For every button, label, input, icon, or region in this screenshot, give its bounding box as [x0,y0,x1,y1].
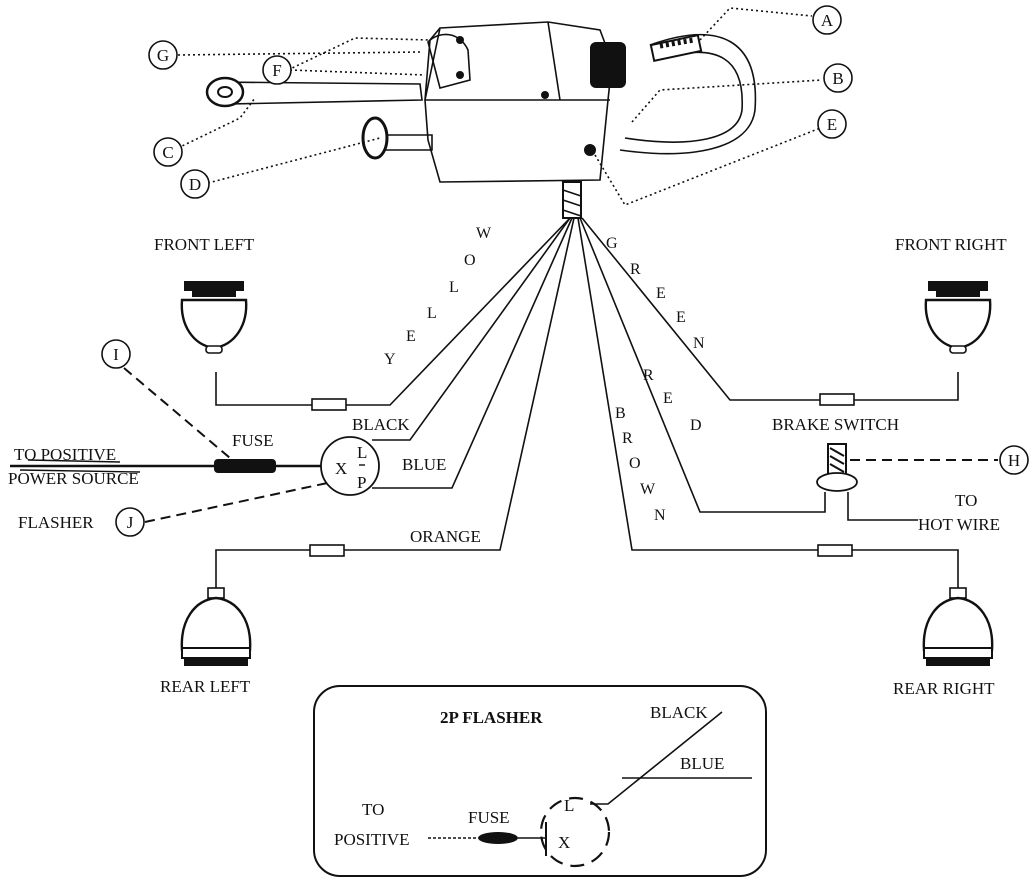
inset-label-to: TO [362,800,384,819]
flasher-unit: X L P [320,436,380,496]
svg-text:R: R [622,430,633,447]
callout-h: H [999,445,1029,475]
svg-text:L: L [449,279,459,296]
svg-text:H: H [1008,451,1020,470]
svg-text:E: E [656,285,666,302]
turn-signal-switch [205,21,757,219]
inset-flasher-circle [539,796,611,868]
inset-label-positive: POSITIVE [334,830,410,849]
lamp-front-right [924,281,992,354]
inset-label-black: BLACK [650,703,708,722]
callout-j: J [115,507,145,537]
inset-2p-flasher: 2P FLASHER BLACK BLUE TO POSITIVE FUSE L… [313,685,767,877]
svg-text:D: D [189,175,201,194]
inline-fuse-icon [817,544,853,557]
wire-label-brown: B R O W N [615,405,666,524]
callout-i: I [101,339,131,369]
svg-text:B: B [832,69,843,88]
inset-title: 2P FLASHER [440,708,543,727]
label-rear-left: REAR LEFT [160,677,251,696]
wire-label-yellow: Y E L L O W [384,225,492,368]
inline-fuse-icon [309,544,345,557]
label-power-source: POWER SOURCE [8,469,139,488]
label-rear-right: REAR RIGHT [893,679,995,698]
svg-text:L: L [357,443,367,462]
inline-fuse-icon [819,393,855,406]
callout-d: D [180,169,210,199]
inset-label-blue: BLUE [680,754,724,773]
svg-text:G: G [157,46,169,65]
svg-text:W: W [640,481,656,498]
svg-text:E: E [406,328,416,345]
svg-text:X: X [558,833,570,852]
svg-text:N: N [654,507,666,524]
label-to: TO [955,491,977,510]
svg-text:E: E [827,115,837,134]
svg-text:P: P [357,473,366,492]
lever-cap-icon [590,42,626,88]
callout-a: A [812,5,842,35]
wire-label-black: BLACK [352,415,410,434]
svg-text:G: G [606,235,618,252]
svg-text:D: D [690,417,702,434]
svg-text:E: E [676,309,686,326]
svg-text:W: W [476,225,492,242]
inset-label-fuse: FUSE [468,808,510,827]
svg-text:R: R [630,261,641,278]
wire-label-red: R E D [643,367,702,434]
svg-text:O: O [464,252,476,269]
callout-c: C [153,137,183,167]
label-hot-wire: HOT WIRE [918,515,1000,534]
label-front-right: FRONT RIGHT [895,235,1007,254]
label-flasher: FLASHER [18,513,94,532]
callout-g: G [148,40,178,70]
svg-text:C: C [162,143,173,162]
svg-text:I: I [113,345,119,364]
label-to-positive: TO POSITIVE [14,445,116,464]
svg-text:O: O [629,455,641,472]
callout-e: E [817,109,847,139]
svg-text:E: E [663,390,673,407]
svg-text:B: B [615,405,626,422]
svg-text:N: N [693,335,705,352]
svg-text:J: J [127,513,134,532]
lamp-rear-right [922,587,994,666]
svg-text:L: L [564,796,574,815]
label-brake-switch: BRAKE SWITCH [772,415,899,434]
svg-text:Y: Y [384,351,396,368]
label-fuse: FUSE [232,431,274,450]
svg-text:A: A [821,11,834,30]
callout-b: B [823,63,853,93]
svg-text:X: X [335,459,347,478]
svg-text:L: L [427,305,437,322]
wires [10,217,959,588]
brake-switch [816,443,858,492]
wire-label-orange: ORANGE [410,527,481,546]
lamp-rear-left [180,587,252,666]
callout-f: F [262,55,292,85]
svg-text:F: F [272,61,281,80]
inline-fuse-icon [311,398,347,411]
label-front-left: FRONT LEFT [154,235,255,254]
wire-label-blue: BLUE [402,455,446,474]
wire-label-green: G R E E N [606,235,705,352]
inset-fuse-icon [478,832,518,844]
main-fuse-icon [214,459,276,473]
lamp-front-left [180,281,248,354]
svg-text:R: R [643,367,654,384]
